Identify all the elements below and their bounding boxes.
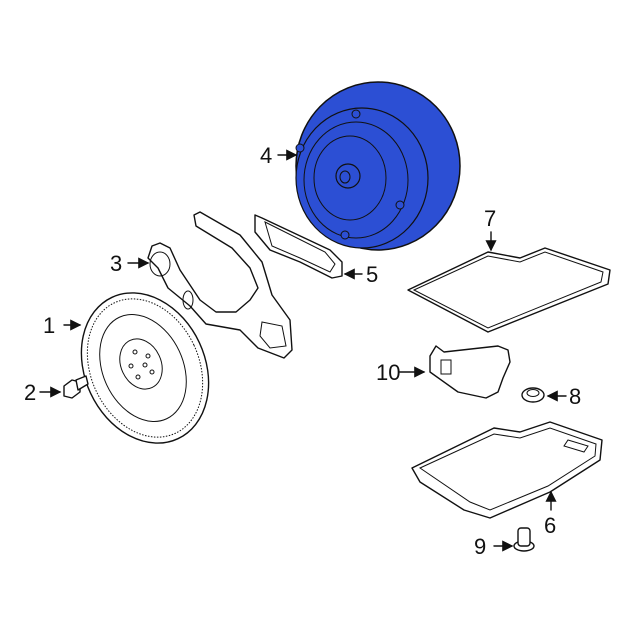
callout-6: 6 [544,513,556,538]
callout-1: 1 [43,313,55,338]
torque-converter[interactable] [295,81,461,251]
callout-5: 5 [366,262,378,287]
callout-2: 2 [24,380,36,405]
callout-labels: 1 2 3 4 5 6 7 8 9 10 [24,143,581,559]
transmission-oil-pan[interactable] [411,421,603,519]
cover-gasket[interactable] [254,214,343,279]
callout-4: 4 [260,143,272,168]
callout-7: 7 [484,206,496,231]
oil-pan-gasket[interactable] [407,247,611,333]
adapter-plate[interactable] [147,211,293,359]
callout-leaders [39,149,567,552]
filter-seal[interactable] [521,387,545,403]
callout-3: 3 [110,251,122,276]
flexplate-bolt[interactable] [63,375,89,399]
drain-plug[interactable] [513,527,535,552]
callout-10: 10 [376,360,400,385]
flexplate[interactable] [58,272,233,464]
callout-9: 9 [474,534,486,559]
callout-8: 8 [569,384,581,409]
transmission-filter[interactable] [429,345,511,399]
